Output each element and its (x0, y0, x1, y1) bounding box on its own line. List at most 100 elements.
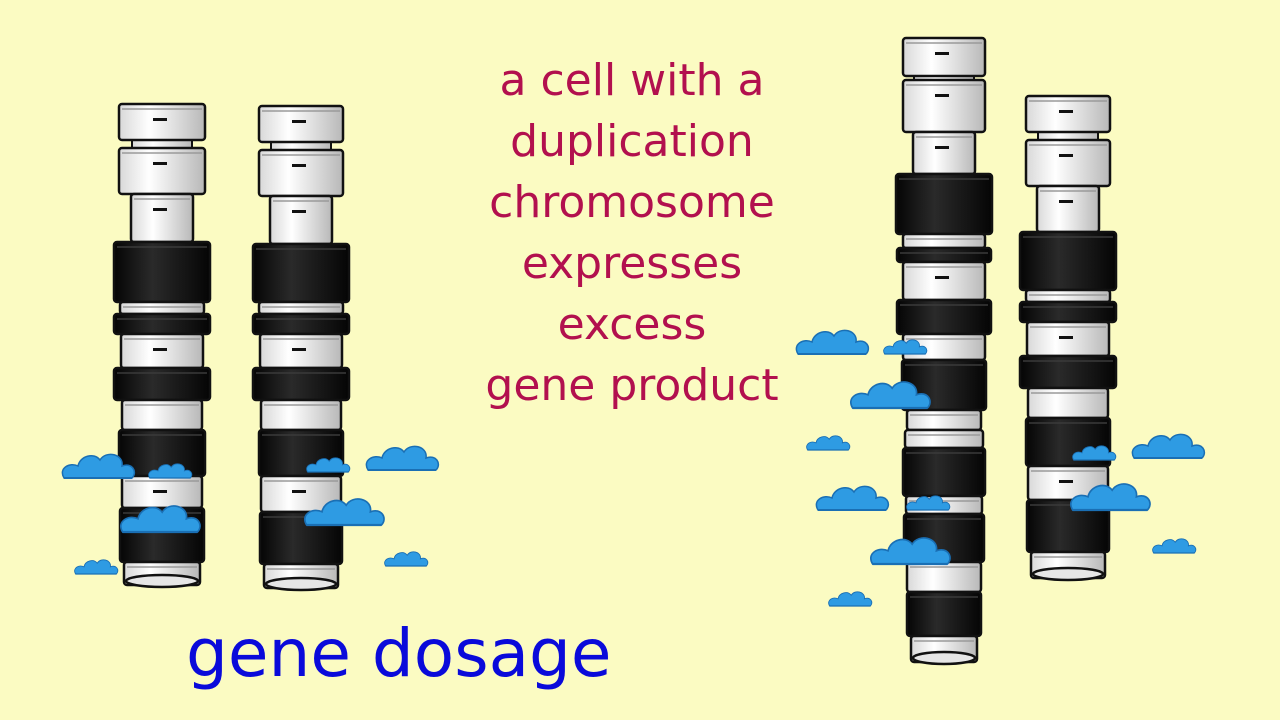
gene-products (61, 329, 1206, 607)
gene-product-cloud-icon (74, 559, 119, 575)
band-mark (292, 120, 306, 123)
gene-product-cloud-icon (828, 591, 873, 607)
gene-product-cloud-icon (120, 505, 201, 534)
chromosome-end (264, 576, 338, 592)
gene-product-cloud-icon (806, 435, 851, 451)
dark-band (895, 246, 993, 264)
band-mark (153, 490, 167, 493)
caption-line: duplication (510, 116, 754, 167)
gene-product-cloud-icon (883, 339, 928, 355)
cloud-shape (120, 505, 201, 533)
gene-product-cloud-icon (384, 551, 429, 567)
cloud-shape (1070, 483, 1151, 511)
gene-product-cloud-icon (148, 463, 193, 479)
cloud-shape (306, 457, 351, 473)
band-mark (1059, 154, 1073, 157)
band-mark (935, 276, 949, 279)
light-band (257, 104, 345, 144)
light-band (257, 300, 345, 316)
cloud-shape (304, 498, 385, 526)
cloud-shape (61, 453, 136, 479)
band-mark (292, 348, 306, 351)
light-band (901, 232, 987, 250)
caption-line: chromosome (489, 177, 775, 228)
gene-product-cloud-icon (1072, 445, 1117, 461)
gene-product-cloud-icon (304, 498, 385, 527)
caption-line: excess (557, 299, 707, 350)
band-mark (935, 146, 949, 149)
caption-line: a cell with a (499, 55, 765, 106)
light-band (129, 192, 195, 244)
gene-product-cloud-icon (815, 485, 890, 511)
light-band (118, 300, 206, 316)
dark-band (112, 240, 212, 304)
dark-band (894, 172, 994, 236)
light-band (905, 408, 983, 432)
light-band (117, 102, 207, 142)
cloud-shape (850, 381, 931, 409)
band-mark (292, 490, 306, 493)
dark-band (901, 446, 987, 498)
chromosome-end (1031, 566, 1105, 582)
cloud-shape (883, 339, 928, 355)
band-mark (1059, 200, 1073, 203)
light-band (901, 78, 987, 134)
gene-product-cloud-icon (1152, 538, 1197, 554)
cloud-shape (384, 551, 429, 567)
cloud-shape (828, 591, 873, 607)
gene-product-cloud-icon (1070, 483, 1151, 512)
band-mark (153, 348, 167, 351)
title: gene dosage (186, 615, 612, 692)
band-mark (935, 52, 949, 55)
light-band (1024, 94, 1112, 134)
cloud-shape (74, 559, 119, 575)
dark-band (251, 312, 351, 336)
chromosome-end (124, 573, 200, 589)
gene-product-cloud-icon (906, 495, 951, 511)
chromosome-icon (251, 104, 351, 592)
gene-product-cloud-icon (365, 445, 440, 471)
cloud-shape (1072, 445, 1117, 461)
band-mark (292, 164, 306, 167)
chromosome-end (911, 650, 977, 666)
gene-product-cloud-icon (850, 381, 931, 410)
caption: a cell with a duplication chromosome exp… (430, 50, 834, 416)
light-band (1035, 184, 1101, 234)
cloud-shape (148, 463, 193, 479)
band-mark (1059, 336, 1073, 339)
gene-product-cloud-icon (1131, 433, 1206, 459)
dark-band (112, 312, 212, 336)
cloud-shape (815, 485, 890, 511)
light-band (117, 146, 207, 196)
caption-line: expresses (521, 238, 743, 289)
dark-band (905, 590, 983, 638)
gene-product-cloud-icon (795, 329, 870, 355)
cloud-shape (795, 329, 870, 355)
cloud-shape (906, 495, 951, 511)
band-mark (292, 210, 306, 213)
band-mark (153, 118, 167, 121)
band-mark (153, 162, 167, 165)
caption-line: gene product (485, 360, 779, 411)
cloud-shape (870, 537, 951, 565)
light-band (257, 148, 345, 198)
dark-band (1018, 230, 1118, 292)
light-band (268, 194, 334, 246)
cloud-shape (806, 435, 851, 451)
dark-band (1018, 300, 1118, 324)
cloud-shape (1152, 538, 1197, 554)
dark-band (251, 242, 351, 304)
gene-product-cloud-icon (61, 453, 136, 479)
band-mark (153, 208, 167, 211)
cloud-shape (1131, 433, 1206, 459)
gene-product-cloud-icon (306, 457, 351, 473)
light-band (903, 428, 985, 450)
light-band (911, 130, 977, 176)
chromosomes (112, 36, 1118, 666)
gene-product-cloud-icon (870, 537, 951, 566)
band-mark (1059, 110, 1073, 113)
light-band (1024, 288, 1112, 304)
light-band (901, 36, 987, 78)
light-band (1024, 138, 1112, 188)
